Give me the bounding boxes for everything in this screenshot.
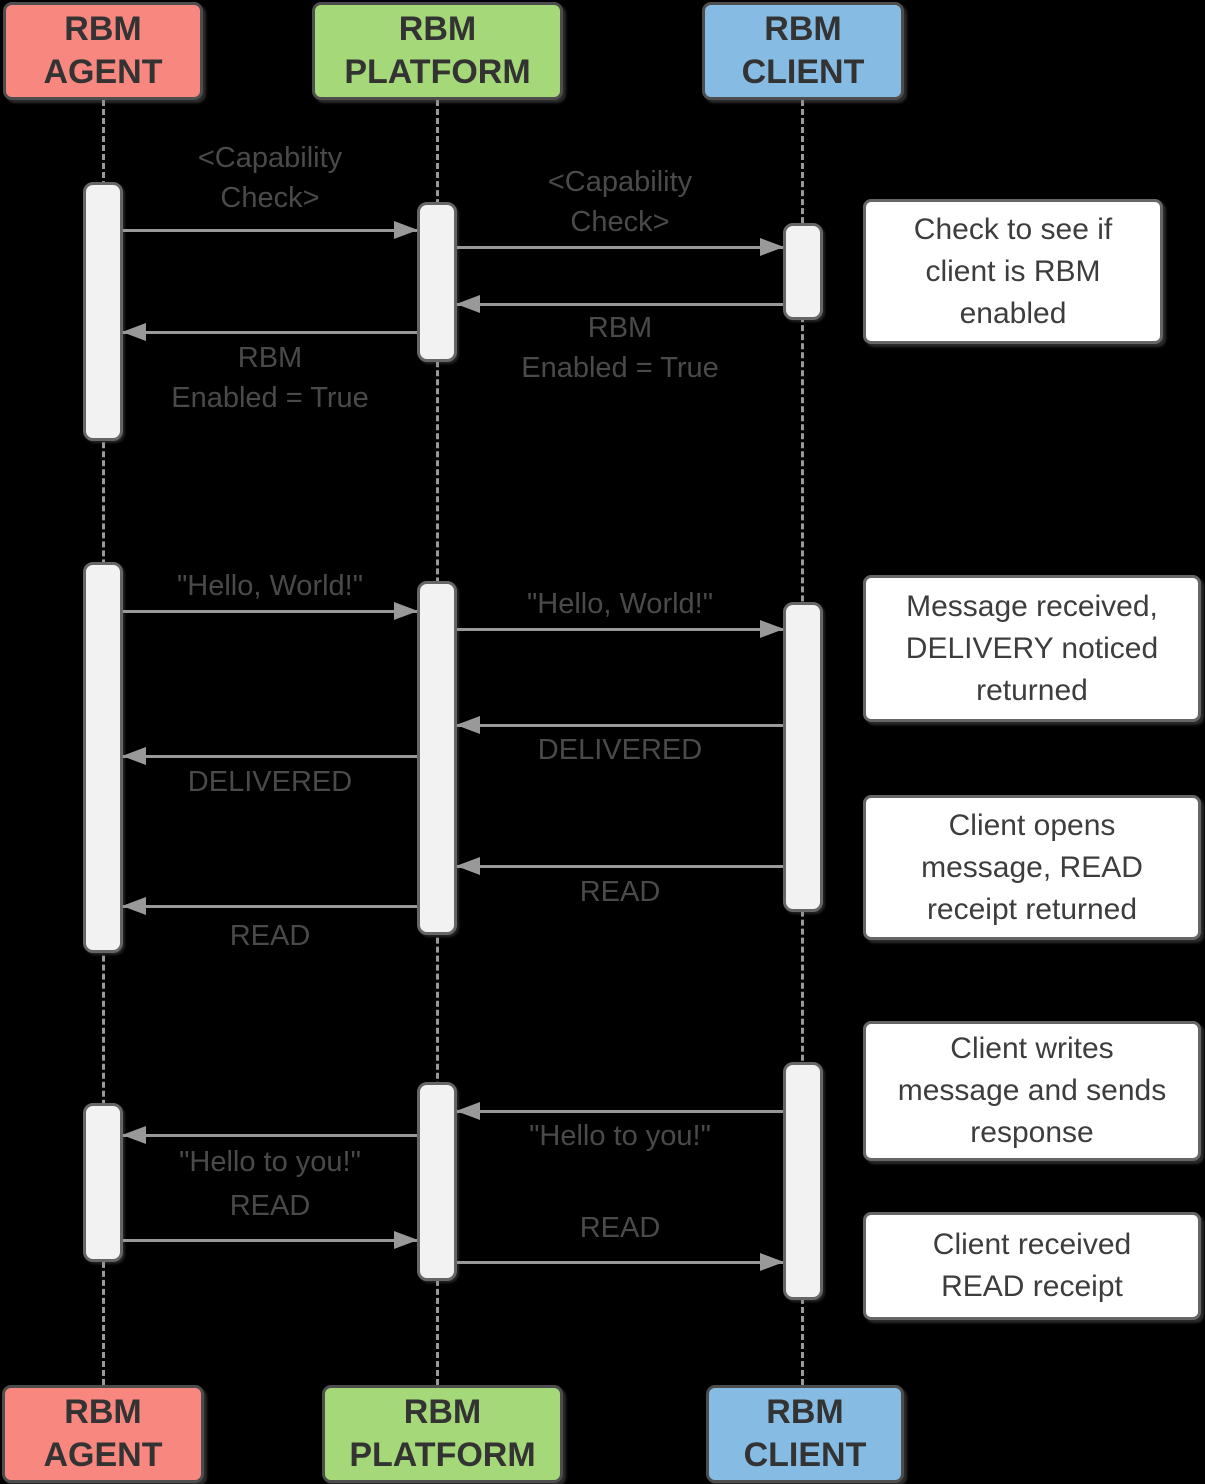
arrow-rbm-enabled-client-to-platform bbox=[456, 295, 783, 313]
note-message-received: Message received, DELIVERY noticed retur… bbox=[863, 575, 1201, 722]
actor-bottom-agent: RBM AGENT bbox=[2, 1385, 204, 1483]
actor-label: AGENT bbox=[43, 53, 163, 91]
arrow-hello-world-agent-to-platform bbox=[123, 602, 418, 620]
activation-platform-2 bbox=[417, 581, 457, 935]
arrow-delivered-platform-to-agent bbox=[122, 747, 417, 765]
actor-label: CLIENT bbox=[741, 53, 865, 91]
actor-label: RBM bbox=[766, 1393, 844, 1431]
actor-bottom-platform: RBM PLATFORM bbox=[322, 1385, 563, 1483]
arrow-hello-world-platform-to-client bbox=[457, 620, 784, 638]
activation-platform-1 bbox=[417, 202, 457, 362]
actor-label: RBM bbox=[398, 10, 477, 48]
note-client-received-read: Client received READ receipt bbox=[863, 1212, 1201, 1320]
label-hello-world-2: "Hello, World!" bbox=[526, 588, 714, 620]
activation-agent-3 bbox=[83, 1103, 123, 1262]
label-hello-to-you-1: "Hello to you!" bbox=[529, 1120, 711, 1152]
actor-label: AGENT bbox=[43, 1436, 163, 1474]
arrow-delivered-client-to-platform bbox=[456, 716, 783, 734]
label-read-4: READ bbox=[579, 1212, 661, 1244]
activation-agent-1 bbox=[83, 182, 123, 441]
note-client-writes-response: Client writes message and sends response bbox=[863, 1021, 1201, 1161]
label-read-1: READ bbox=[579, 876, 661, 908]
actor-label: RBM bbox=[403, 1393, 482, 1431]
actor-label: CLIENT bbox=[743, 1436, 867, 1474]
activation-platform-3 bbox=[417, 1082, 457, 1281]
label-read-2: READ bbox=[229, 920, 311, 952]
arrow-read-platform-to-agent bbox=[122, 897, 417, 915]
arrow-hello-to-you-platform-to-agent bbox=[122, 1126, 417, 1144]
label-hello-world-1: "Hello, World!" bbox=[176, 570, 364, 602]
activation-agent-2 bbox=[83, 562, 123, 953]
label-capability-check-1: <Capability Check> bbox=[197, 142, 343, 214]
activation-client-2 bbox=[783, 602, 823, 912]
label-delivered-2: DELIVERED bbox=[187, 766, 353, 798]
label-capability-check-2: <Capability Check> bbox=[547, 166, 693, 238]
label-rbm-enabled-2: RBM Enabled = True bbox=[171, 342, 369, 414]
arrow-read-agent-to-platform bbox=[123, 1231, 418, 1249]
actor-top-client: RBM CLIENT bbox=[702, 2, 904, 100]
actor-label: PLATFORM bbox=[349, 1436, 536, 1474]
arrow-read-platform-to-client bbox=[457, 1253, 784, 1271]
arrow-rbm-enabled-platform-to-agent bbox=[122, 323, 417, 341]
label-rbm-enabled-1: RBM Enabled = True bbox=[521, 312, 719, 384]
actor-bottom-client: RBM CLIENT bbox=[706, 1385, 904, 1483]
actor-top-agent: RBM AGENT bbox=[3, 2, 203, 100]
arrow-capability-check-agent-to-platform bbox=[123, 221, 418, 239]
note-client-opens-message: Client opens message, READ receipt retur… bbox=[863, 795, 1201, 940]
actor-label: RBM bbox=[64, 1393, 142, 1431]
actor-label: RBM bbox=[764, 10, 842, 48]
note-capability-check: Check to see if client is RBM enabled bbox=[863, 199, 1163, 344]
label-delivered-1: DELIVERED bbox=[537, 734, 703, 766]
actor-label: RBM bbox=[64, 10, 142, 48]
arrow-hello-to-you-client-to-platform bbox=[456, 1102, 783, 1120]
label-read-3: READ bbox=[229, 1190, 311, 1222]
activation-client-3 bbox=[783, 1062, 823, 1300]
activation-client-1 bbox=[783, 223, 823, 320]
arrow-capability-check-platform-to-client bbox=[457, 238, 784, 256]
actor-top-platform: RBM PLATFORM bbox=[312, 2, 563, 100]
label-hello-to-you-2: "Hello to you!" bbox=[179, 1146, 361, 1178]
actor-label: PLATFORM bbox=[344, 53, 531, 91]
arrow-read-client-to-platform bbox=[456, 857, 783, 875]
